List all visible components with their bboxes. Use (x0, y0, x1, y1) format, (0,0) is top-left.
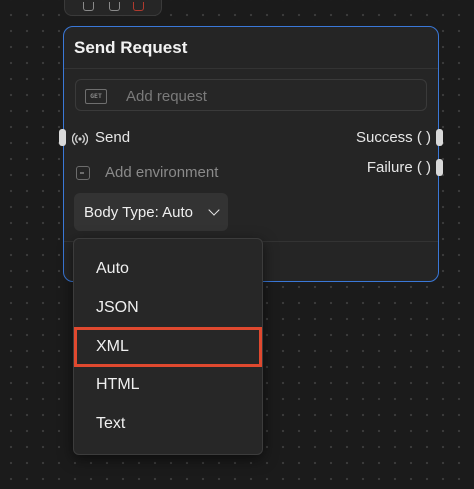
menu-item-label: HTML (96, 376, 140, 393)
request-field[interactable]: GET (75, 79, 427, 111)
menu-item-text[interactable]: Text (74, 405, 262, 443)
duplicate-icon[interactable] (109, 2, 120, 11)
copy-icon[interactable] (83, 2, 94, 11)
chevron-down-icon (208, 204, 220, 216)
output-label-failure: Failure ( ) (366, 159, 431, 176)
output-label-success: Success ( ) (355, 129, 431, 146)
menu-item-label: XML (96, 338, 129, 355)
body-type-dropdown[interactable]: Body Type: Auto (74, 193, 228, 231)
body-type-menu: Auto JSON XML HTML Text (73, 238, 263, 455)
get-method-icon: GET (85, 89, 107, 104)
add-environment-label: Add environment (105, 164, 219, 181)
node-title: Send Request (74, 38, 188, 57)
input-port-send[interactable] (59, 129, 66, 146)
node-toolbar (64, 0, 162, 16)
send-label: Send (95, 129, 131, 146)
request-input[interactable] (126, 86, 406, 106)
menu-item-json[interactable]: JSON (74, 289, 262, 327)
menu-item-label: JSON (96, 299, 139, 316)
body-type-label: Body Type: Auto (84, 204, 193, 221)
delete-icon[interactable] (133, 2, 144, 11)
broadcast-icon (72, 132, 88, 146)
menu-item-xml[interactable]: XML (74, 328, 262, 366)
node-header: Send Request (64, 27, 438, 69)
output-port-success[interactable] (436, 129, 443, 146)
menu-item-label: Auto (96, 260, 129, 277)
menu-item-auto[interactable]: Auto (74, 250, 262, 288)
menu-item-html[interactable]: HTML (74, 366, 262, 404)
menu-item-label: Text (96, 415, 126, 432)
environment-icon (76, 166, 90, 180)
output-port-failure[interactable] (436, 159, 443, 176)
